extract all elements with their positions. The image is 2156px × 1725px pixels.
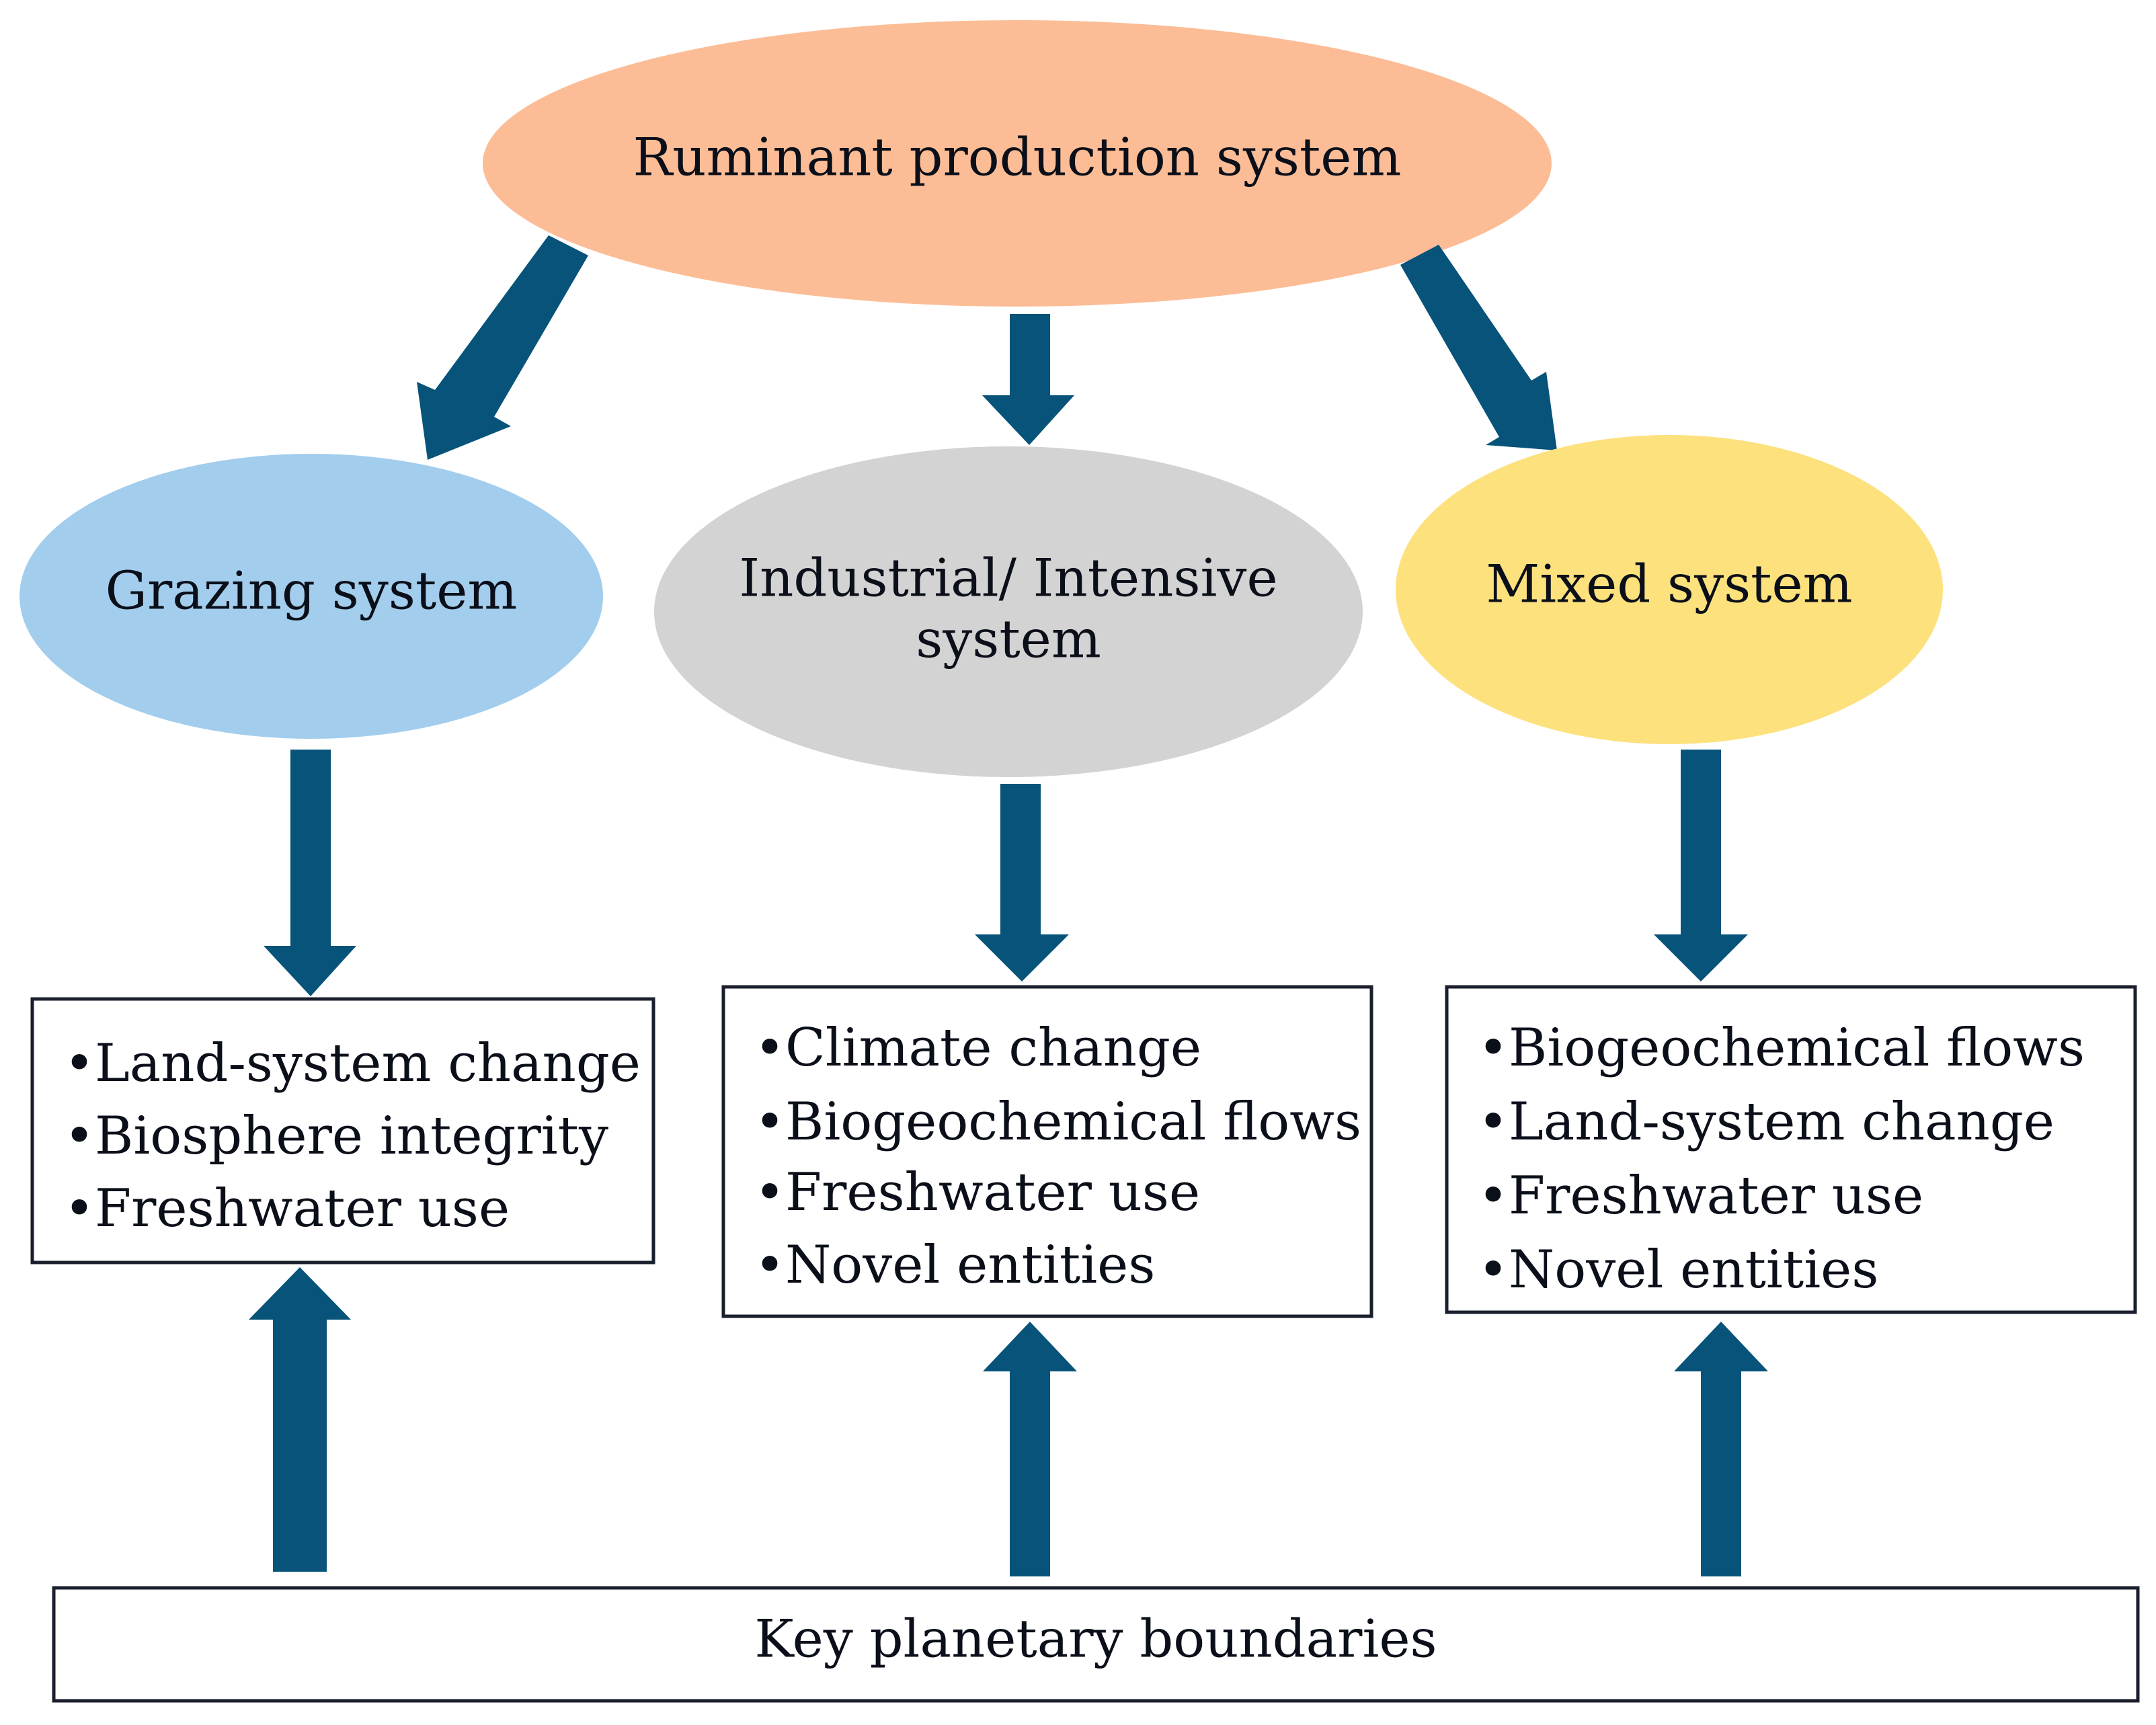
- key-planetary-boundaries-frame: [52, 1586, 2140, 1703]
- arrow-mixed-to-box: [1654, 750, 1748, 981]
- arrow-industrial-to-box: [975, 784, 1069, 981]
- key-planetary-boundaries-label: Key planetary boundaries: [754, 1609, 1437, 1670]
- ruminant-production-node: Ruminant production system: [483, 20, 1552, 307]
- arrow-footer-to-mixed-box: [1674, 1322, 1768, 1576]
- arrow-footer-to-industrial-box: [983, 1322, 1077, 1576]
- mixed-boundary-item: •Biogeochemical flows: [1478, 1018, 2085, 1078]
- grazing-boundary-item: •Biosphere integrity: [64, 1106, 608, 1166]
- arrow-top-to-mixed: [1400, 245, 1557, 450]
- industrial-boundaries-frame: [721, 985, 1373, 1318]
- industrial-boundary-item: •Biogeochemical flows: [754, 1092, 1361, 1152]
- arrows-top-to-systems: [417, 235, 1557, 460]
- mixed-system-ellipse: [1396, 435, 1943, 744]
- grazing-system-label: Grazing system: [106, 561, 518, 622]
- grazing-system-node: Grazing system: [19, 454, 603, 739]
- industrial-system-label-line2: system: [916, 610, 1101, 670]
- industrial-system-label-line1: Industrial/ Intensive: [739, 549, 1277, 609]
- mixed-boundary-item: •Land-system change: [1478, 1092, 2054, 1152]
- mixed-boundary-item: •Freshwater use: [1478, 1166, 1923, 1226]
- arrows-footer-to-boxes: [249, 1267, 1768, 1576]
- mixed-boundaries-frame: [1445, 985, 2137, 1314]
- mixed-system-label: Mixed system: [1486, 555, 1852, 615]
- grazing-boundary-item: •Land-system change: [64, 1033, 641, 1094]
- arrow-top-to-industrial: [982, 314, 1074, 445]
- key-planetary-boundaries-node: Key planetary boundaries: [52, 1586, 2140, 1703]
- industrial-system-ellipse: [654, 446, 1363, 777]
- industrial-boundaries-box: •Climate change •Biogeochemical flows •F…: [721, 985, 1373, 1318]
- ruminant-production-label: Ruminant production system: [633, 128, 1402, 188]
- arrow-top-to-grazing: [417, 235, 588, 460]
- industrial-boundary-item: •Novel entities: [754, 1235, 1155, 1295]
- grazing-boundaries-box: •Land-system change •Biosphere integrity…: [30, 997, 655, 1265]
- industrial-boundary-item: •Freshwater use: [754, 1162, 1200, 1223]
- mixed-boundary-item: •Novel entities: [1478, 1240, 1878, 1300]
- grazing-boundary-item: •Freshwater use: [64, 1178, 510, 1239]
- arrow-grazing-to-box: [264, 750, 356, 996]
- arrow-footer-to-grazing-box: [249, 1267, 351, 1572]
- industrial-boundary-item: •Climate change: [754, 1018, 1201, 1078]
- industrial-system-node: Industrial/ Intensive system: [654, 446, 1363, 777]
- ruminant-production-ellipse: [483, 20, 1552, 307]
- mixed-system-node: Mixed system: [1396, 435, 1943, 744]
- mixed-boundaries-box: •Biogeochemical flows •Land-system chang…: [1445, 985, 2137, 1314]
- grazing-boundaries-frame: [30, 997, 655, 1265]
- arrows-systems-to-boxes: [264, 750, 1748, 996]
- grazing-system-ellipse: [19, 454, 603, 739]
